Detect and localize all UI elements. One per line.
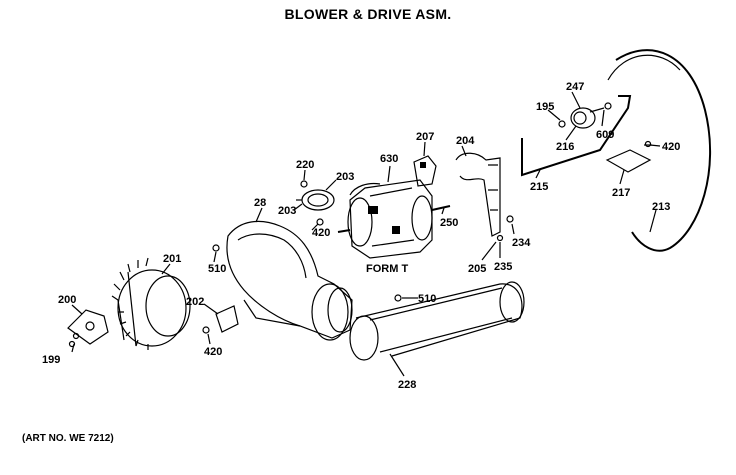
art-number: (ART NO. WE 7212) <box>22 433 114 444</box>
motor-bracket <box>455 152 514 242</box>
callout-200: 200 <box>58 294 76 306</box>
callout-420-a: 420 <box>204 346 222 358</box>
callout-216: 216 <box>556 141 574 153</box>
callout-202: 202 <box>186 296 204 308</box>
motor-clamp <box>296 180 335 226</box>
bearing-plate <box>67 309 109 348</box>
callout-201: 201 <box>163 253 181 265</box>
callout-247: 247 <box>566 81 584 93</box>
callout-28: 28 <box>254 197 266 209</box>
drive-belt <box>607 49 712 252</box>
blower-seal <box>202 305 239 334</box>
screws <box>212 140 652 252</box>
blower-housing <box>226 220 353 341</box>
blower-wheel <box>111 257 191 350</box>
leader-lines <box>71 91 661 377</box>
callout-203-b: 203 <box>336 171 354 183</box>
callout-510-b: 510 <box>418 293 436 305</box>
motor-switch <box>413 155 437 187</box>
callout-199: 199 <box>42 354 60 366</box>
callout-420-c: 420 <box>662 141 680 153</box>
idler-pulley <box>558 102 612 129</box>
callout-labels: 200 199 201 202 420 510 28 203 220 203 4… <box>42 81 680 391</box>
callout-207: 207 <box>416 131 434 143</box>
callout-215: 215 <box>530 181 548 193</box>
callout-420-b: 420 <box>312 227 330 239</box>
drive-motor <box>337 179 451 259</box>
callout-205: 205 <box>468 263 486 275</box>
callout-203-a: 203 <box>278 205 296 217</box>
callout-609: 609 <box>596 129 614 141</box>
callout-510-a: 510 <box>208 263 226 275</box>
idler-arm <box>521 95 632 177</box>
diagram-title: BLOWER & DRIVE ASM. <box>284 6 452 22</box>
callout-228: 228 <box>398 379 416 391</box>
callout-213: 213 <box>652 201 670 213</box>
callout-250: 250 <box>440 217 458 229</box>
idler-bracket <box>605 144 652 173</box>
callout-220: 220 <box>296 159 314 171</box>
exhaust-duct <box>349 281 525 361</box>
callout-195: 195 <box>536 101 554 113</box>
callout-235: 235 <box>494 261 512 273</box>
callout-630: 630 <box>380 153 398 165</box>
callout-217: 217 <box>612 187 630 199</box>
callout-234: 234 <box>512 237 531 249</box>
motor-form-label: FORM T <box>366 263 408 275</box>
callout-204: 204 <box>456 135 475 147</box>
